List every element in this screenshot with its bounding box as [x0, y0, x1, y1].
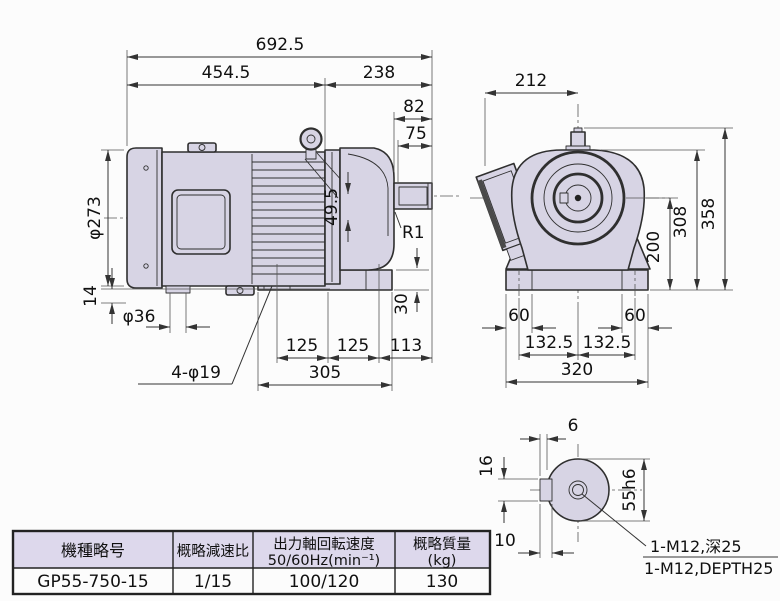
terminal-box-side [171, 189, 231, 255]
dim-fillet: R1 [402, 223, 425, 243]
tap-hole-outer [568, 480, 588, 500]
eyebolt-ring [299, 127, 323, 151]
dim-base-length: 305 [309, 363, 341, 383]
front-dimensions: 212 200 308 358 60 60 132.5 132.5 320 [482, 71, 728, 385]
dim-pad-width-left: 60 [508, 306, 530, 326]
shaft-end-face [546, 458, 610, 522]
output-ring-mid [543, 163, 613, 233]
fan-cover [126, 147, 163, 289]
table-header-speed-line2: 50/60Hz(min⁻¹) [268, 553, 380, 569]
front-extension-lines [484, 98, 733, 388]
dim-pad-height: 14 [81, 285, 101, 307]
dim-axis-offset: 49.5 [322, 188, 342, 226]
dim-body-height: 308 [671, 206, 691, 238]
dim-axis-height: 200 [644, 231, 664, 263]
conduit-stub [165, 285, 191, 294]
dim-key-offset: 6 [568, 416, 579, 436]
dim-shaft-end: 113 [390, 336, 422, 356]
shaft-key [539, 478, 553, 502]
output-center-dot [574, 194, 582, 202]
shaft-detail-view: 6 16 10 55h6 1-M12,深25 1-M12,DEPTH25 [477, 416, 778, 578]
output-shaft-keyslot [398, 186, 428, 206]
dim-base-width: 320 [561, 360, 593, 380]
dim-total-height: 358 [699, 198, 719, 230]
bell-housing [510, 149, 646, 271]
gearbox-housing [339, 147, 395, 271]
motor-lug-top-hole [198, 144, 206, 151]
spec-table: 機種略号 概略減速比 出力軸回転速度 50/60Hz(min⁻¹) 概略質量 (… [11, 529, 492, 596]
table-cell-model: GP55-750-15 [37, 572, 148, 592]
dim-mount-holes: 4-φ19 [171, 363, 221, 383]
dim-pad-width-right: 60 [624, 306, 646, 326]
dim-foot-height: 30 [392, 293, 412, 315]
dim-motor-dia: φ273 [85, 196, 105, 240]
table-header-model: 機種略号 [61, 541, 125, 560]
gearbox-bell-line [347, 153, 389, 236]
motor-fins [252, 161, 325, 275]
side-view: 692.5 454.5 238 82 75 φ273 14 φ36 49.5 R… [81, 35, 462, 391]
side-dimensions: 692.5 454.5 238 82 75 φ273 14 φ36 49.5 R… [81, 35, 433, 388]
dim-shaft-dia: 55h6 [620, 468, 640, 511]
table-cell-mass: 130 [426, 572, 458, 592]
table-cell-ratio: 1/15 [194, 572, 232, 592]
table-border [11, 529, 492, 596]
dim-key-height: 10 [494, 531, 516, 551]
tap-note-en: 1-M12,DEPTH25 [644, 559, 773, 578]
table-header-background [13, 531, 490, 568]
dim-shaft-length: 82 [403, 97, 425, 117]
detail-dimensions: 6 16 10 55h6 1-M12,深25 1-M12,DEPTH25 [477, 416, 778, 578]
front-base-plate [505, 269, 649, 291]
dim-motor-length: 454.5 [202, 63, 251, 83]
eyebolt-strut-b [304, 158, 339, 199]
dim-bolt-pitch-b: 125 [337, 336, 369, 356]
dim-overall-length: 692.5 [256, 35, 305, 55]
dim-bolt-pitch-a: 125 [286, 336, 318, 356]
dim-conduit-dia: φ36 [123, 307, 156, 327]
motor-lug-bottom [225, 285, 255, 296]
eyebolt-ring-hole [306, 134, 316, 144]
output-keyway-notch [559, 192, 569, 204]
fan-cover-bolt-bottom [143, 263, 149, 269]
dim-box-width: 212 [515, 71, 547, 91]
front-view: 212 200 308 358 60 60 132.5 132.5 320 [470, 71, 733, 388]
fan-cover-bolt-top [143, 165, 149, 171]
tap-note-jp: 1-M12,深25 [650, 537, 742, 556]
output-ring-inner [552, 172, 604, 224]
dim-bolt-half-right: 132.5 [583, 333, 632, 353]
table-header-mass-line1: 概略質量 [413, 535, 471, 553]
motor-lug-top [187, 142, 217, 153]
dim-key-width: 16 [477, 455, 497, 477]
table-cell-speed: 100/120 [289, 572, 360, 592]
table-header-speed-line1: 出力軸回転速度 [273, 536, 375, 553]
table-header-mass-line2: (kg) [428, 553, 457, 569]
motor-lug-bottom-hole [236, 287, 244, 294]
table-header-ratio: 概略減速比 [177, 543, 250, 560]
side-extension-lines [101, 50, 433, 391]
dim-key-length: 75 [405, 124, 427, 144]
tap-hole-inner [572, 484, 584, 496]
dim-bolt-half-left: 132.5 [525, 333, 574, 353]
dim-gearbox-length: 238 [363, 63, 395, 83]
output-ring-outer [530, 150, 626, 246]
terminal-box-cover [176, 194, 226, 250]
